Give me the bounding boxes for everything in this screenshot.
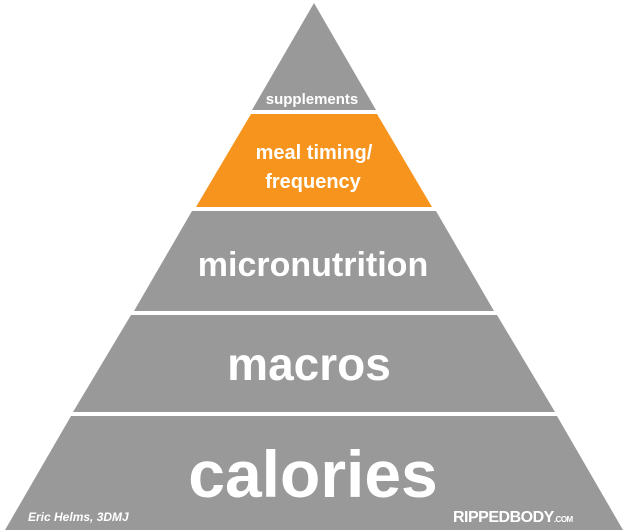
- tier-label-calories: calories: [188, 437, 438, 511]
- brand-ripped: RIPPED: [453, 509, 510, 526]
- tier-label-meal-timing-line2: frequency: [265, 171, 361, 193]
- brand-suffix: .COM: [554, 515, 574, 524]
- tier-label-macros: macros: [227, 338, 391, 390]
- brand-body: BODY: [510, 509, 555, 526]
- tier-label-supplements: supplements: [266, 91, 359, 108]
- pyramid-tier-calories: [5, 416, 623, 530]
- pyramid-tier-macros: [73, 315, 555, 412]
- pyramid-tier-supplements: [252, 3, 376, 110]
- rippedbody-logo: RIPPEDBODY.COM: [453, 509, 574, 526]
- tier-label-meal-timing-line1: meal timing/: [256, 142, 373, 164]
- svg-text:RIPPEDBODY.COM: RIPPEDBODY.COM: [453, 509, 574, 526]
- pyramid-tier-micronutrition: [134, 211, 494, 311]
- tier-label-micronutrition: micronutrition: [198, 246, 428, 284]
- pyramid-tier-meal-timing: [196, 114, 432, 207]
- author-credit: Eric Helms, 3DMJ: [28, 510, 129, 524]
